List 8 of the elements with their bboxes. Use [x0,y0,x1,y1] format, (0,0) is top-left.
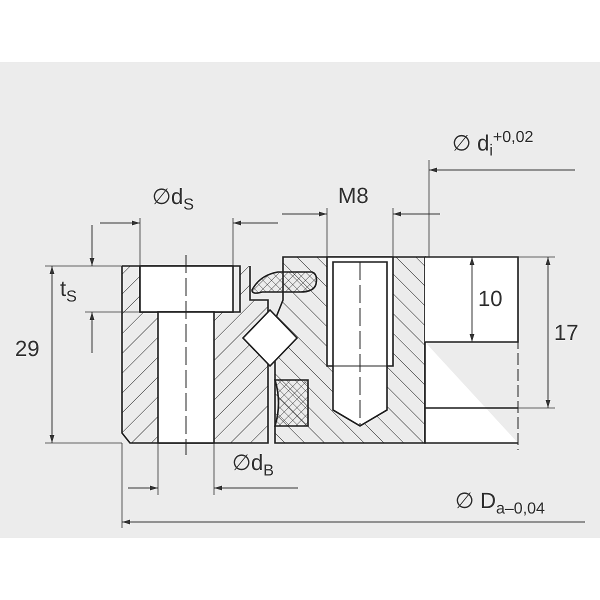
dimension-label: 29 [15,338,40,360]
dimension-label: t$_{S}$ [60,278,77,306]
dimension-label: ∅d$_{B}$ [232,452,274,480]
dimension-label: 17 [554,322,578,344]
dimension-label: ∅ D$_{a–0,04}$ [455,490,545,518]
dimension-label: ∅d$_{S}$ [152,186,194,214]
dimension-label: M8 [338,185,369,207]
dimension-label: 10 [478,288,502,310]
